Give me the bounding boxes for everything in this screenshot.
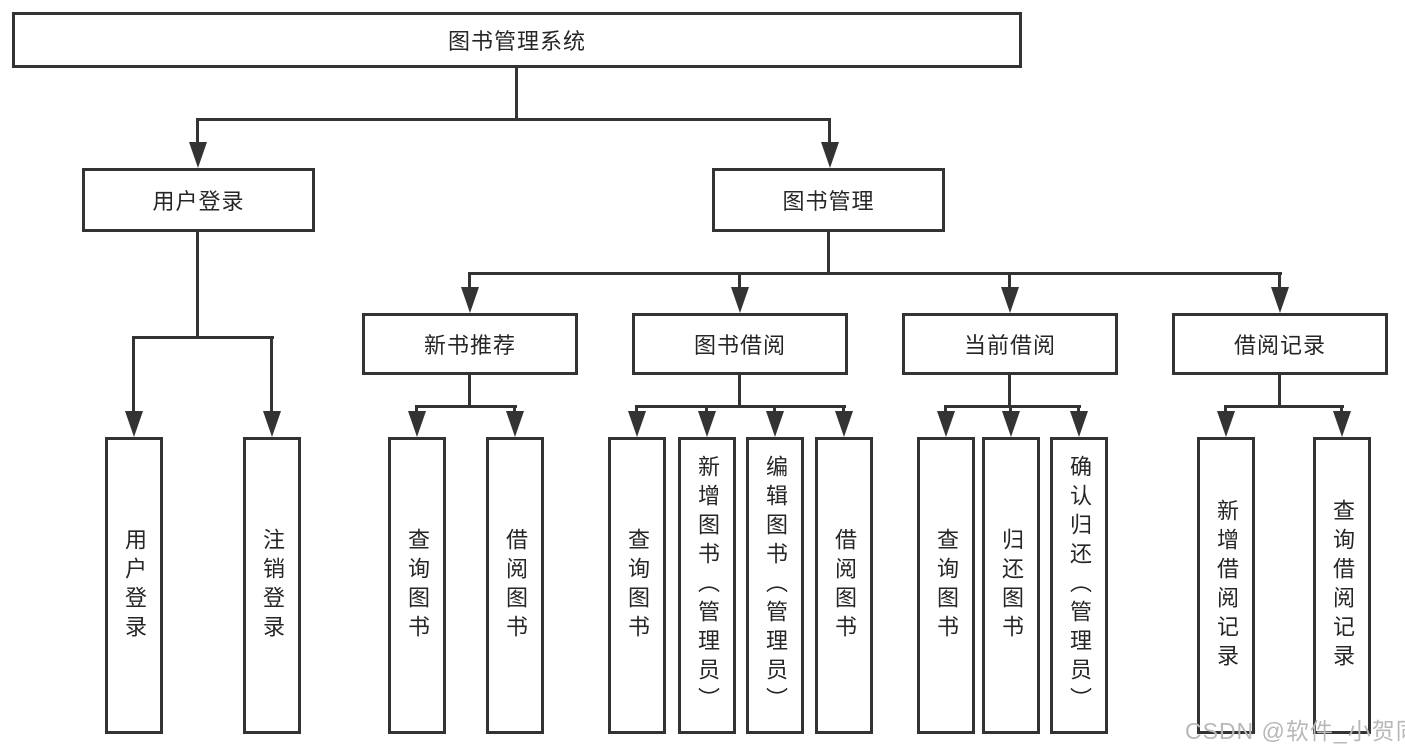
connector-stem-current-query: [944, 405, 947, 413]
arrowhead-current-borrowing-icon: [1001, 287, 1019, 313]
node-book-management-label: 图书管理: [782, 189, 875, 214]
leaf-borrowing-query-books-label: 查询图书: [625, 527, 650, 644]
leaf-recommend-borrow-books: 借阅图书: [486, 437, 544, 734]
connector-borrowing-horizontal: [635, 405, 846, 408]
node-user-login-branch-label: 用户登录: [152, 189, 245, 214]
connector-borrowing-vertical: [738, 375, 741, 405]
node-user-login-branch: 用户登录: [82, 168, 315, 232]
connector-stem-recommend-borrow: [513, 405, 516, 413]
connector-stem-borrowing-borrow: [842, 405, 845, 413]
connector-user-horizontal: [132, 336, 274, 339]
connector-stem-borrowing-query: [635, 405, 638, 413]
arrowhead-mgmt-branch-icon: [821, 142, 839, 168]
leaf-recommend-query-books-label: 查询图书: [405, 527, 430, 644]
connector-stem-return-books: [1009, 405, 1012, 413]
leaf-recommend-query-books: 查询图书: [388, 437, 446, 734]
arrowhead-edit-book-icon: [766, 411, 784, 437]
connector-root-horizontal: [197, 118, 831, 121]
connector-stem-user-branch: [196, 118, 199, 144]
connector-user-vertical: [196, 232, 199, 336]
connector-recommend-vertical: [468, 375, 471, 405]
leaf-query-borrow-record: 查询借阅记录: [1313, 437, 1371, 734]
connector-stem-user-login: [132, 336, 135, 411]
leaf-borrowing-borrow-books: 借阅图书: [815, 437, 873, 734]
node-root-label: 图书管理系统: [447, 29, 586, 54]
connector-stem-add-book: [705, 405, 708, 413]
arrowhead-add-record-icon: [1217, 411, 1235, 437]
arrowhead-book-borrowing-icon: [731, 287, 749, 313]
connector-stem-add-record: [1224, 405, 1227, 413]
leaf-borrowing-query-books: 查询图书: [608, 437, 666, 734]
leaf-recommend-borrow-books-label: 借阅图书: [503, 527, 528, 644]
leaf-logout: 注销登录: [243, 437, 301, 734]
connector-records-vertical: [1278, 375, 1281, 405]
leaf-query-borrow-record-label: 查询借阅记录: [1330, 498, 1355, 673]
arrowhead-user-login-icon: [125, 411, 143, 437]
arrowhead-new-recommend-icon: [461, 287, 479, 313]
arrowhead-recommend-query-icon: [408, 411, 426, 437]
leaf-add-book-admin-label: 新增图书（管理员）: [695, 455, 720, 716]
arrowhead-return-books-icon: [1002, 411, 1020, 437]
connector-stem-logout: [270, 336, 273, 411]
leaf-current-query-books: 查询图书: [917, 437, 975, 734]
leaf-user-login: 用户登录: [105, 437, 163, 734]
connector-records-horizontal: [1224, 405, 1344, 408]
leaf-edit-book-admin: 编辑图书（管理员）: [746, 437, 804, 734]
connector-stem-new-recommend: [468, 272, 471, 288]
node-new-book-recommend-label: 新书推荐: [423, 333, 516, 358]
leaf-add-book-admin: 新增图书（管理员）: [678, 437, 736, 734]
connector-stem-current-borrowing: [1008, 272, 1011, 288]
csdn-watermark: CSDN @软件_小贺同学: [1185, 718, 1405, 744]
node-root: 图书管理系统: [12, 12, 1022, 68]
connector-recommend-horizontal: [415, 405, 517, 408]
connector-current-horizontal: [944, 405, 1081, 408]
connector-stem-book-borrowing: [738, 272, 741, 288]
arrowhead-borrowing-borrow-icon: [835, 411, 853, 437]
arrowhead-add-book-icon: [698, 411, 716, 437]
connector-stem-recommend-query: [415, 405, 418, 413]
arrowhead-logout-icon: [263, 411, 281, 437]
leaf-confirm-return-admin: 确认归还（管理员）: [1050, 437, 1108, 734]
leaf-user-login-label: 用户登录: [122, 527, 147, 644]
leaf-return-books: 归还图书: [982, 437, 1040, 734]
arrowhead-current-query-icon: [937, 411, 955, 437]
node-borrowing-records: 借阅记录: [1172, 313, 1388, 375]
connector-stem-borrowing-records: [1278, 272, 1281, 288]
node-new-book-recommend: 新书推荐: [362, 313, 578, 375]
node-current-borrowing-label: 当前借阅: [963, 333, 1056, 358]
connector-mgmt-vertical: [827, 232, 830, 272]
node-book-borrowing: 图书借阅: [632, 313, 848, 375]
connector-stem-confirm-return: [1077, 405, 1080, 413]
leaf-add-borrow-record: 新增借阅记录: [1197, 437, 1255, 734]
leaf-edit-book-admin-label: 编辑图书（管理员）: [763, 455, 788, 716]
leaf-logout-label: 注销登录: [260, 527, 285, 644]
connector-stem-query-record: [1340, 405, 1343, 413]
arrowhead-recommend-borrow-icon: [506, 411, 524, 437]
arrowhead-confirm-return-icon: [1070, 411, 1088, 437]
connector-stem-edit-book: [773, 405, 776, 413]
node-book-management: 图书管理: [712, 168, 945, 232]
connector-stem-mgmt-branch: [828, 118, 831, 144]
arrowhead-query-record-icon: [1333, 411, 1351, 437]
leaf-borrowing-borrow-books-label: 借阅图书: [832, 527, 857, 644]
connector-root-vertical: [515, 68, 518, 118]
arrowhead-user-branch-icon: [189, 142, 207, 168]
leaf-add-borrow-record-label: 新增借阅记录: [1214, 498, 1239, 673]
leaf-current-query-books-label: 查询图书: [934, 527, 959, 644]
leaf-return-books-label: 归还图书: [999, 527, 1024, 644]
leaf-confirm-return-admin-label: 确认归还（管理员）: [1067, 455, 1092, 716]
arrowhead-borrowing-query-icon: [628, 411, 646, 437]
node-book-borrowing-label: 图书借阅: [693, 333, 786, 358]
arrowhead-borrowing-records-icon: [1271, 287, 1289, 313]
connector-current-vertical: [1008, 375, 1011, 405]
node-current-borrowing: 当前借阅: [902, 313, 1118, 375]
connector-mgmt-horizontal: [468, 272, 1282, 275]
node-borrowing-records-label: 借阅记录: [1233, 333, 1326, 358]
